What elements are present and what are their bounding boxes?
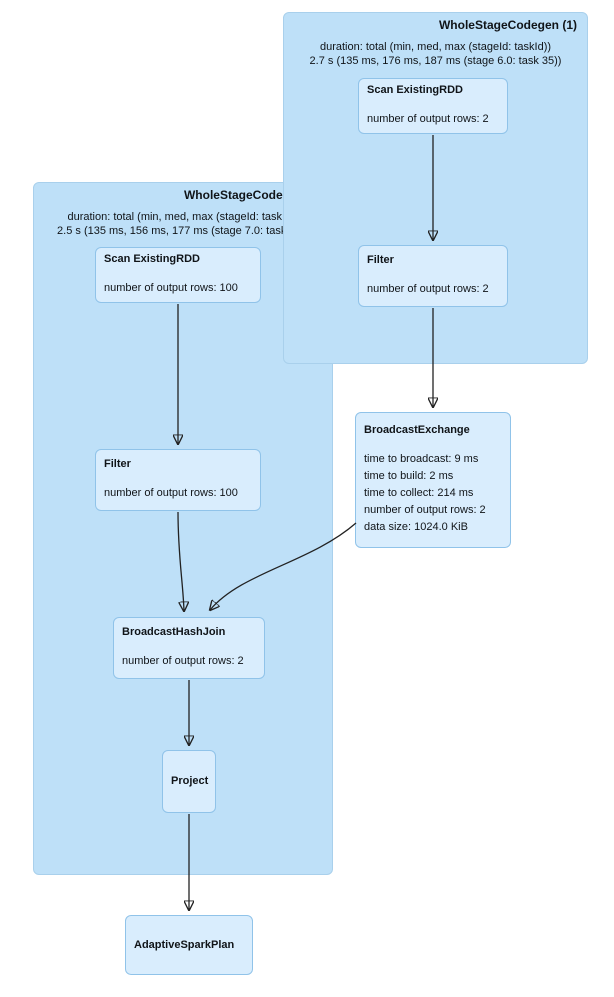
node-title: Project xyxy=(171,775,209,787)
node-metric: number of output rows: 2 xyxy=(367,283,489,295)
node-metric: number of output rows: 2 xyxy=(122,655,244,667)
node-title: Filter xyxy=(104,458,131,470)
node-metric: time to collect: 214 ms xyxy=(364,487,474,499)
cluster-2-duration: duration: total (min, med, max (stageId:… xyxy=(34,210,332,238)
node-filter-1[interactable]: Filter number of output rows: 2 xyxy=(358,245,508,307)
node-metric: number of output rows: 100 xyxy=(104,282,238,294)
node-project[interactable]: Project xyxy=(162,750,216,813)
node-metric: number of output rows: 2 xyxy=(364,504,486,516)
cluster-1-duration-value: 2.7 s (135 ms, 176 ms, 187 ms (stage 6.0… xyxy=(309,55,562,67)
node-scan-existingrdd-1[interactable]: Scan ExistingRDD number of output rows: … xyxy=(358,78,508,134)
node-metric: number of output rows: 2 xyxy=(367,113,489,125)
node-title: Filter xyxy=(367,254,394,266)
cluster-1-duration-label: duration: total (min, med, max (stageId:… xyxy=(319,41,552,53)
node-adaptivesparkplan[interactable]: AdaptiveSparkPlan xyxy=(125,915,253,975)
cluster-wholestagecodegen-1[interactable]: WholeStageCodegen (1) duration: total (m… xyxy=(283,12,588,364)
node-metric: time to broadcast: 9 ms xyxy=(364,453,479,465)
cluster-1-duration: duration: total (min, med, max (stageId:… xyxy=(284,40,587,68)
cluster-2-duration-label: duration: total (min, med, max (stageId:… xyxy=(67,211,299,223)
node-title: BroadcastExchange xyxy=(364,424,470,436)
node-scan-existingrdd-2[interactable]: Scan ExistingRDD number of output rows: … xyxy=(95,247,261,303)
node-broadcasthashjoin[interactable]: BroadcastHashJoin number of output rows:… xyxy=(113,617,265,679)
node-metric: time to build: 2 ms xyxy=(364,470,454,482)
node-filter-2[interactable]: Filter number of output rows: 100 xyxy=(95,449,261,511)
node-metric: data size: 1024.0 KiB xyxy=(364,521,468,533)
node-title: AdaptiveSparkPlan xyxy=(134,938,235,951)
cluster-1-title: WholeStageCodegen (1) xyxy=(438,18,577,32)
node-broadcastexchange[interactable]: BroadcastExchange time to broadcast: 9 m… xyxy=(355,412,511,548)
node-metric: number of output rows: 100 xyxy=(104,487,238,499)
cluster-2-duration-value: 2.5 s (135 ms, 156 ms, 177 ms (stage 7.0… xyxy=(57,225,309,237)
node-title: Scan ExistingRDD xyxy=(104,253,200,265)
node-title: BroadcastHashJoin xyxy=(122,626,226,638)
node-title: Scan ExistingRDD xyxy=(367,84,463,96)
